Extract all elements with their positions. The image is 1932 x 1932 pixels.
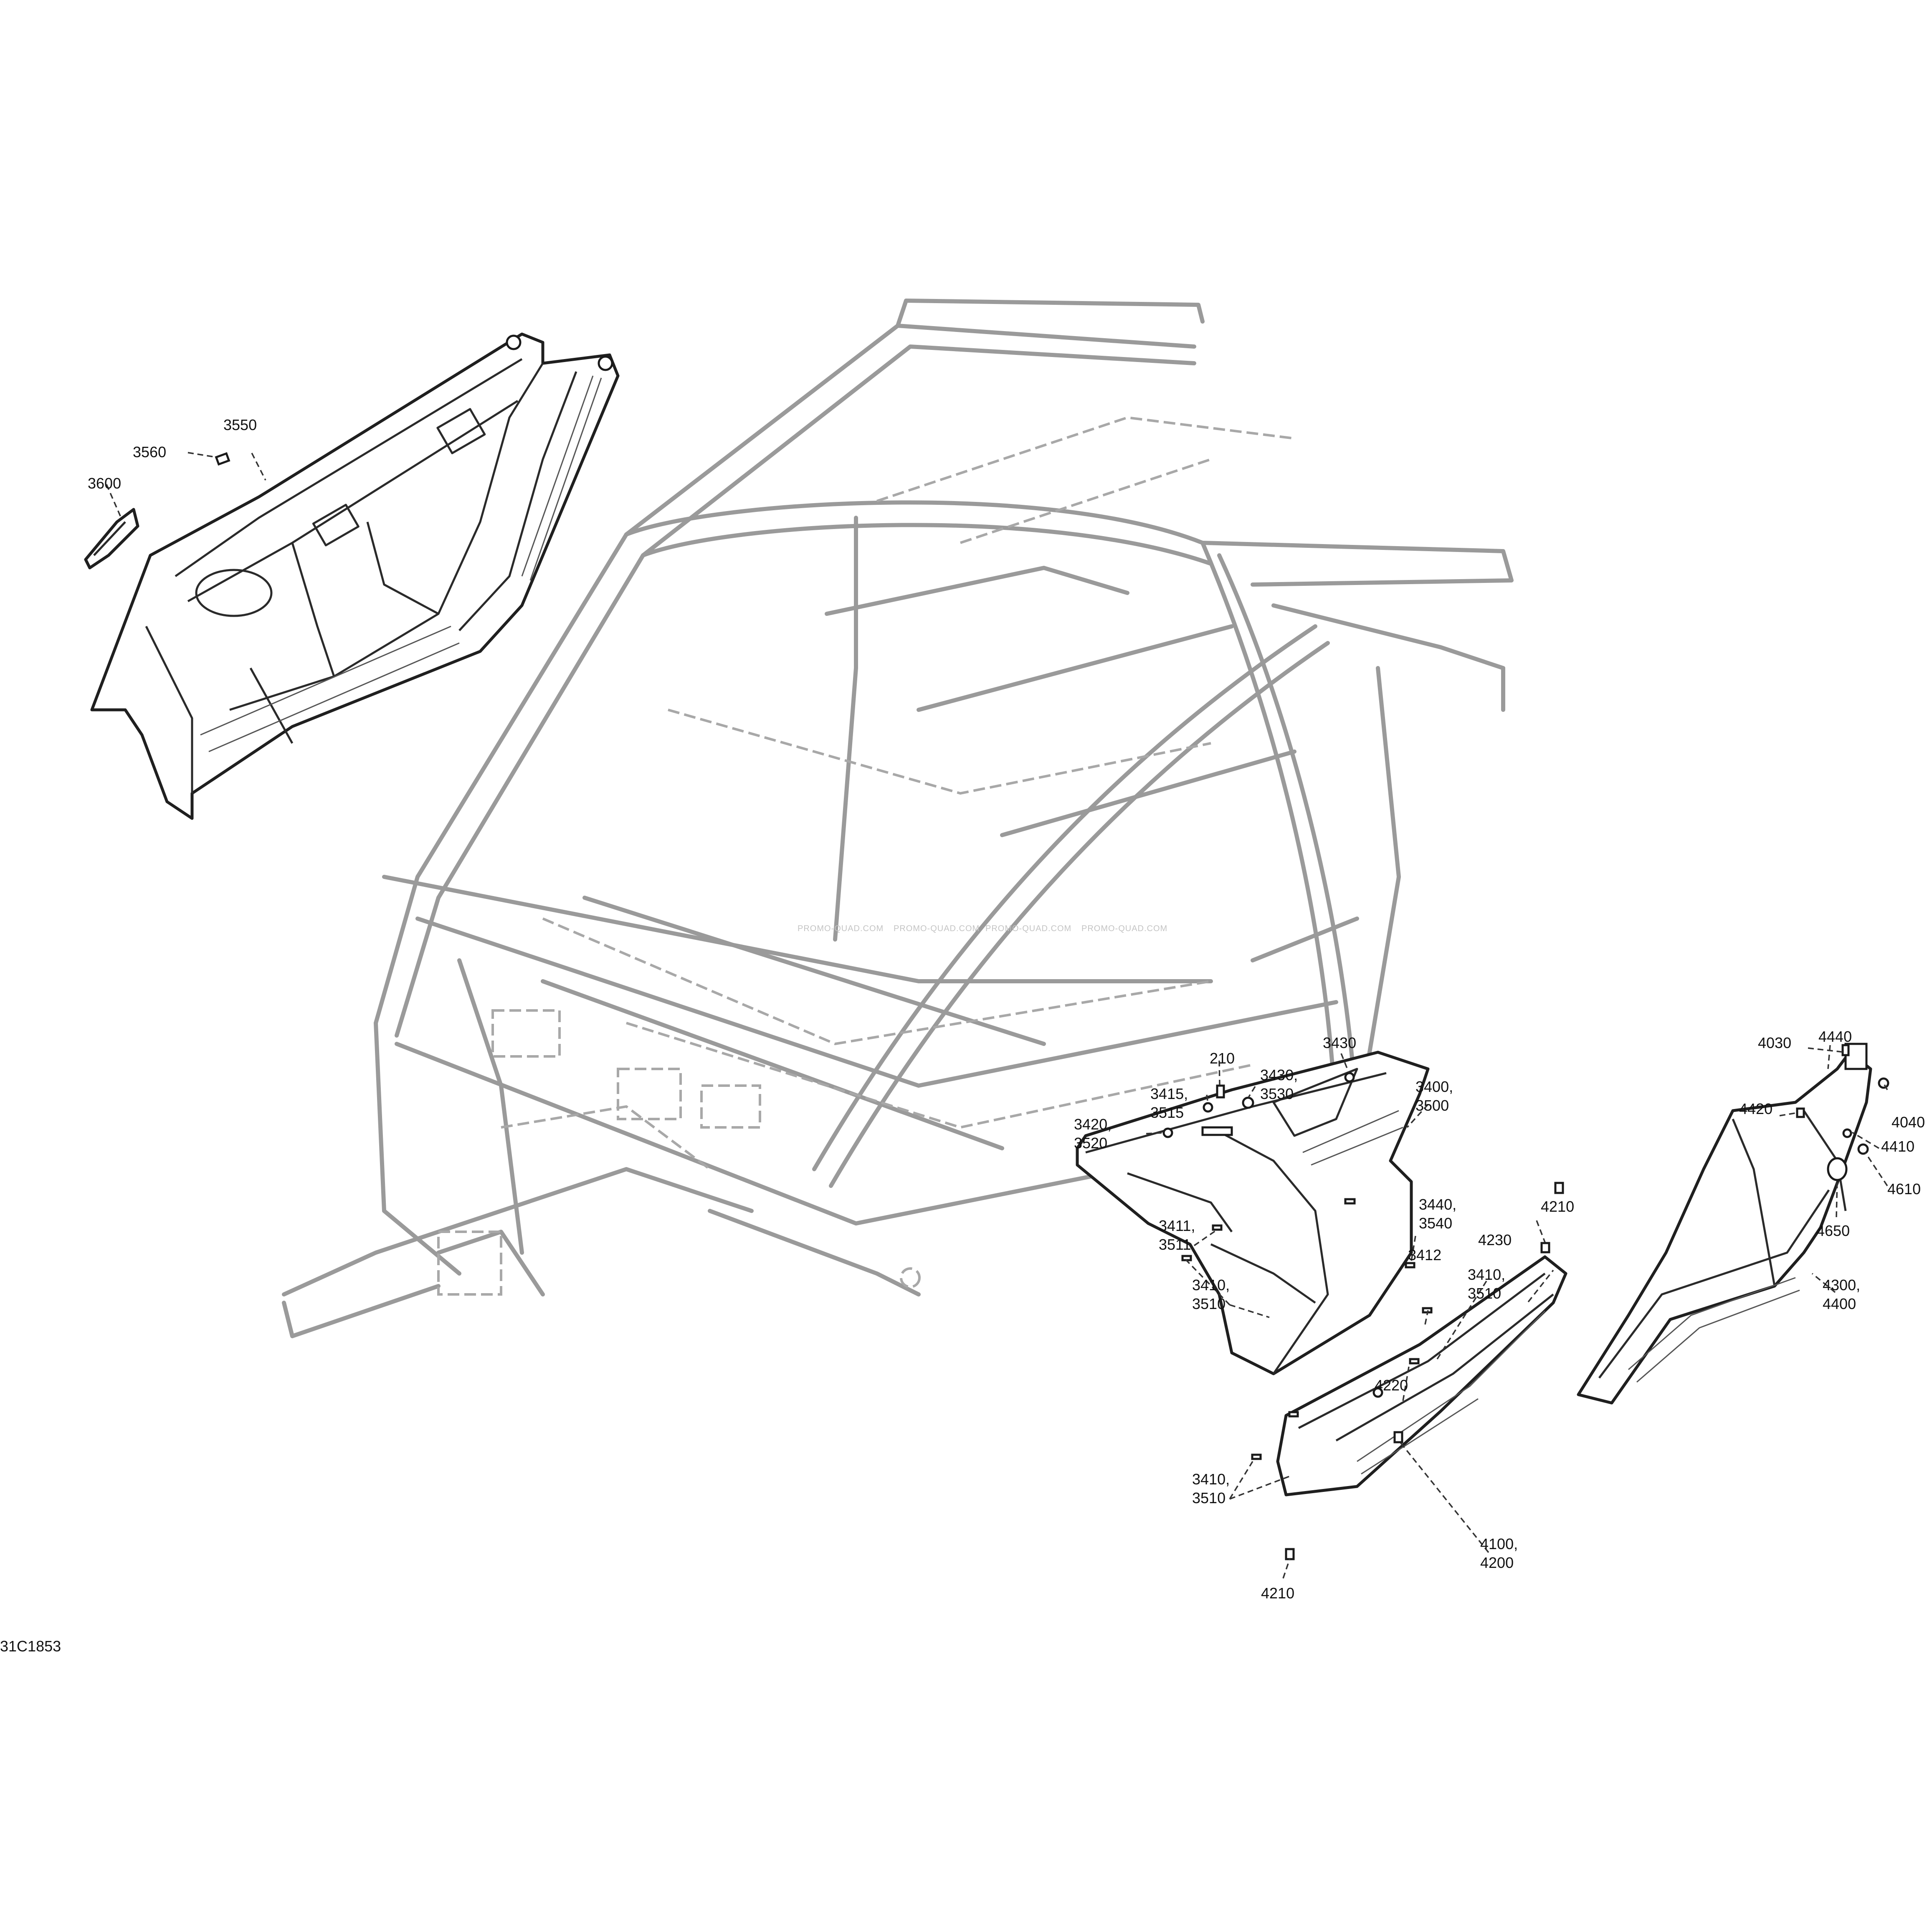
leader-lines: [106, 452, 1888, 1579]
callout-3415: 3415,: [1150, 1085, 1188, 1102]
callout-4420: 4420: [1739, 1100, 1772, 1117]
watermark-text-4: PROMO-QUAD.COM: [1081, 924, 1167, 933]
callout-4300: 4300,: [1823, 1276, 1860, 1294]
callout-labels: 3550 3560 3600 3430 3400, 3500 3430, 353…: [0, 416, 1925, 1655]
callout-210: 210: [1210, 1050, 1235, 1067]
drawing-number: 31C1853: [0, 1638, 61, 1655]
callout-3510-c: 3510: [1192, 1489, 1226, 1507]
callout-3530: 3530: [1260, 1085, 1294, 1102]
callout-4650: 4650: [1816, 1222, 1850, 1239]
callout-4400: 4400: [1823, 1295, 1856, 1312]
callout-3412: 3412: [1408, 1246, 1441, 1264]
callout-3420: 3420,: [1074, 1116, 1112, 1133]
callout-3400: 3400,: [1415, 1078, 1453, 1095]
watermark-text-2: PROMO-QUAD.COM: [894, 924, 980, 933]
callout-3540: 3540: [1419, 1215, 1452, 1232]
callout-4100: 4100,: [1480, 1535, 1518, 1552]
callout-3515: 3515: [1150, 1104, 1184, 1121]
callout-3411: 3411,: [1159, 1217, 1195, 1234]
rear-side-panel-4300: [1577, 1043, 1872, 1405]
callout-4210-top: 4210: [1541, 1198, 1574, 1215]
callout-3500: 3500: [1415, 1097, 1449, 1114]
callout-3430-b: 3430,: [1260, 1066, 1298, 1084]
callout-3410-a: 3410,: [1468, 1266, 1505, 1283]
callout-3520: 3520: [1074, 1134, 1107, 1152]
callout-4610: 4610: [1887, 1180, 1921, 1198]
callout-4030: 4030: [1758, 1034, 1791, 1051]
callout-3511: 3511: [1159, 1236, 1191, 1253]
watermark-text-1: PROMO-QUAD.COM: [798, 924, 884, 933]
callout-4200: 4200: [1480, 1554, 1514, 1571]
callout-4410: 4410: [1881, 1138, 1914, 1155]
part-3600-cover: [84, 508, 139, 570]
callout-3510-a: 3510: [1468, 1285, 1501, 1302]
watermark-text-3: PROMO-QUAD.COM: [985, 924, 1071, 933]
callout-4220: 4220: [1375, 1377, 1408, 1394]
callout-4230: 4230: [1478, 1231, 1512, 1248]
fasteners: [1162, 1044, 1889, 1560]
callout-3510-b: 3510: [1192, 1295, 1226, 1312]
callout-3440: 3440,: [1419, 1196, 1456, 1213]
callout-4210-bottom: 4210: [1261, 1585, 1294, 1602]
callout-3550: 3550: [223, 416, 257, 433]
callout-4040: 4040: [1891, 1114, 1925, 1131]
door-panel-upper-left: [90, 332, 620, 820]
chassis-frame: [282, 299, 1514, 1338]
rocker-panel-4100: [1276, 1255, 1567, 1496]
callout-4440: 4440: [1818, 1028, 1852, 1045]
callout-3410-b: 3410,: [1192, 1276, 1230, 1294]
callout-3600: 3600: [88, 475, 121, 492]
part-3560: [215, 452, 230, 466]
callout-3430: 3430: [1323, 1034, 1356, 1051]
callout-3560: 3560: [133, 443, 166, 461]
callout-3410-c: 3410,: [1192, 1471, 1230, 1488]
watermark: PROMO-QUAD.COM PROMO-QUAD.COM PROMO-QUAD…: [798, 924, 1167, 933]
